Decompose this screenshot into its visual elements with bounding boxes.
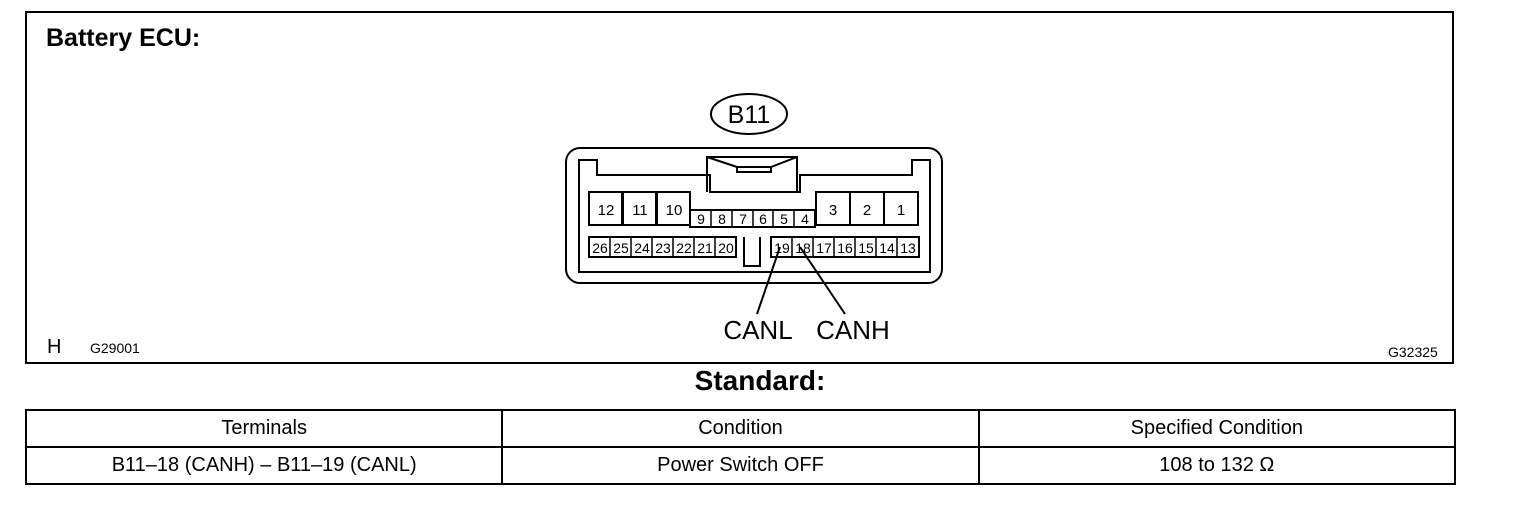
top-row-dividers (710, 210, 795, 227)
bottom-row-dividers (609, 237, 898, 257)
header-condition: Condition (501, 409, 980, 448)
connector-latch (706, 156, 798, 192)
pin-number: 24 (634, 240, 650, 256)
connector-key-slot (743, 237, 761, 267)
connector-label-ellipse (710, 93, 788, 135)
connector-housing-outer (565, 147, 943, 284)
pin-number: 20 (718, 240, 734, 256)
pin-number: 13 (900, 240, 916, 256)
diagram-title: Battery ECU: (46, 24, 201, 52)
bottom-row-pin-numbers: 26 25 24 23 22 21 20 19 18 17 16 15 14 1… (592, 240, 916, 256)
diagram-frame (25, 11, 1454, 364)
pin-number: 10 (666, 202, 683, 219)
pin-number: 3 (829, 202, 837, 219)
bottom-row-cavities (588, 236, 920, 258)
pin-number: 14 (879, 240, 895, 256)
standard-title: Standard: (694, 365, 826, 396)
pin-number: 2 (863, 202, 871, 219)
pin-number: 6 (759, 211, 767, 227)
header-terminals: Terminals (24, 409, 504, 448)
canh-label: CANH (816, 315, 890, 345)
pin-number: 26 (592, 240, 608, 256)
pin-number: 12 (598, 202, 615, 219)
pin-number: 23 (655, 240, 671, 256)
pin-number: 8 (718, 211, 726, 227)
table-header-row: Terminals Condition Specified Condition (24, 409, 1457, 448)
cell-specified-condition: 108 to 132 Ω (977, 446, 1457, 485)
pin-number: 11 (632, 202, 648, 219)
connector-label: B11 (728, 101, 771, 129)
pin-number: 7 (739, 211, 747, 227)
cell-terminals: B11–18 (CANH) – B11–19 (CANL) (24, 446, 504, 485)
pin-number: 1 (897, 202, 905, 219)
figure-code-right: G32325 (1388, 344, 1438, 360)
pin-number: 22 (676, 240, 692, 256)
figure-code-left: G29001 (90, 340, 140, 356)
pin-number: 25 (613, 240, 629, 256)
figure-code-letter: H (47, 336, 62, 358)
canl-leader-line (756, 246, 781, 315)
header-specified-condition: Specified Condition (977, 409, 1457, 448)
pin-number: 18 (795, 240, 811, 256)
canh-leader-line (799, 246, 846, 315)
top-row-pin-numbers: 12 11 10 9 8 7 6 5 4 3 2 1 (598, 202, 906, 227)
pin-number: 21 (697, 240, 713, 256)
pin-number: 5 (780, 211, 788, 227)
pin-number: 16 (837, 240, 853, 256)
connector-housing-inner (578, 159, 931, 273)
pin-number: 15 (858, 240, 874, 256)
cell-condition: Power Switch OFF (501, 446, 980, 485)
pin-number: 9 (697, 211, 705, 227)
pin-number: 19 (774, 240, 790, 256)
table-row: B11–18 (CANH) – B11–19 (CANL) Power Swit… (24, 446, 1457, 485)
pin-number: 17 (816, 240, 832, 256)
canl-label: CANL (723, 315, 792, 345)
pin-number: 4 (801, 211, 809, 227)
standard-table: Terminals Condition Specified Condition … (24, 409, 1457, 485)
